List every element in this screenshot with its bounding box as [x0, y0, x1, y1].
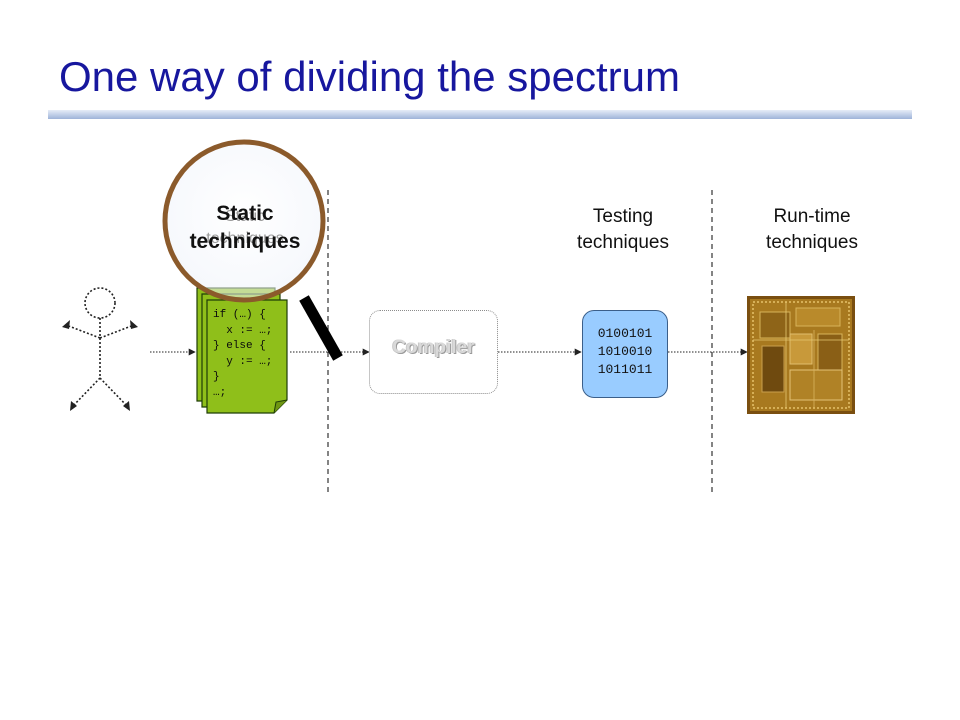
binary-line: 0100101 — [597, 326, 653, 341]
magnifier-lens — [162, 139, 326, 303]
magnifier-handle — [299, 295, 343, 361]
code-line: if (…) { — [213, 309, 266, 321]
title-underline — [48, 110, 912, 119]
source-code-text: if (…) { x := …; } else { y := …; } …; — [213, 308, 272, 401]
code-line: } — [213, 371, 220, 383]
binary-box — [582, 310, 668, 398]
runtime-techniques-label: Run-time techniques — [766, 206, 858, 253]
binary-line: 1010010 — [597, 344, 653, 359]
binary-line: 1011011 — [597, 362, 653, 377]
code-line: x := …; — [213, 324, 273, 337]
lens-ghost-label: Static techniques — [206, 208, 284, 247]
chip-die-image — [747, 296, 855, 414]
code-line: } else { — [213, 340, 266, 352]
compiler-box — [369, 310, 498, 394]
source-code-pages — [196, 287, 288, 414]
code-line: y := …; — [213, 355, 273, 368]
stick-figure-hands-feet — [62, 320, 138, 411]
testing-techniques-label: Testing techniques — [577, 206, 669, 253]
code-line: …; — [213, 386, 227, 399]
binary-code-text: 0100101 1010010 1011011 — [582, 325, 668, 379]
lens-static-techniques-label: Static techniques — [189, 202, 301, 253]
compiler-label: Compiler — [392, 337, 475, 358]
programmer-stick-figure — [65, 287, 135, 408]
slide-title: One way of dividing the spectrum — [59, 53, 680, 100]
